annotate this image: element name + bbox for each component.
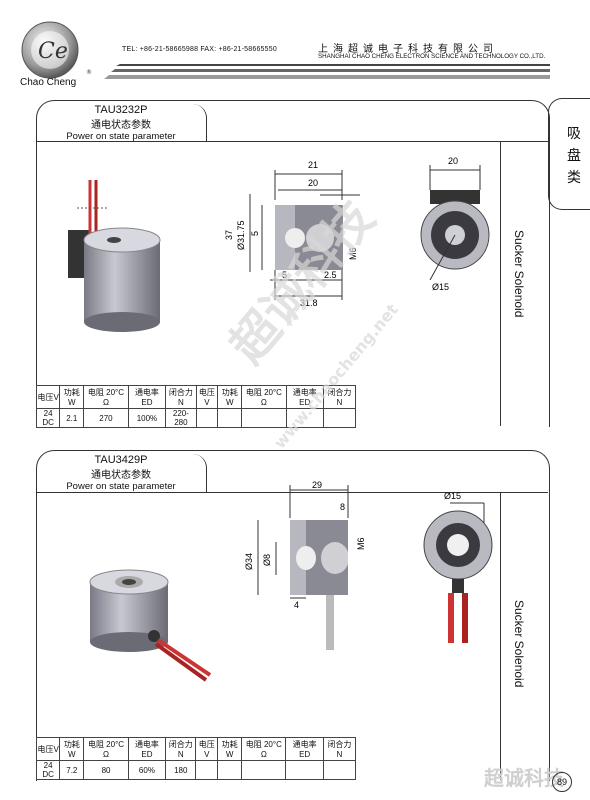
- table-cell: [322, 408, 357, 428]
- footer-cn: 超诚科技: [484, 766, 564, 790]
- spec-table-2: 电压V 功耗W 电阻 20°C Ω 通电率 ED 闭合力N 电压V 功耗W 电阻…: [35, 737, 357, 780]
- brand-name: Chao Cheng: [20, 77, 77, 88]
- company-name-cn: 上海超诚电子科技有限公司: [318, 44, 498, 55]
- table-header: 功耗W: [59, 385, 85, 409]
- table-cell: 2.1: [59, 408, 85, 428]
- side-view-drawing: 29 8 Ø34 Ø8 M6 4: [244, 480, 366, 650]
- table-cell: [322, 760, 357, 780]
- divider: [36, 492, 548, 493]
- page-number: 89: [552, 772, 572, 792]
- dim-thread: M6: [348, 247, 358, 260]
- tab-char: 盘: [567, 148, 581, 164]
- table-header: 通电率 ED: [285, 737, 324, 761]
- dim-diameter: Ø34: [244, 553, 254, 570]
- category-label: Sucker Solenoid: [512, 230, 526, 318]
- table-cell: 24 DC: [35, 760, 61, 780]
- table-header: 电阻 20°C Ω: [83, 385, 129, 409]
- table-cell: [285, 408, 324, 428]
- divider: [36, 141, 548, 142]
- dim-top-width: 20: [448, 156, 458, 166]
- model-header-1: TAU3232P 通电状态参数 Power on state parameter: [36, 104, 206, 142]
- table-header: 通电率 ED: [127, 737, 167, 761]
- table-cell: [217, 760, 243, 780]
- product-panel-1: [36, 100, 550, 427]
- dim-gap: 2.5: [324, 270, 337, 280]
- model-number: TAU3232P: [94, 104, 148, 116]
- category-label: Sucker Solenoid: [512, 600, 526, 688]
- dim-diameter: Ø31.75: [236, 220, 246, 250]
- logo-mark: Ce: [38, 39, 68, 64]
- table-header: 功耗W: [59, 737, 85, 761]
- tab-char: 类: [567, 170, 581, 186]
- dim-thread: M6: [356, 537, 366, 550]
- top-view-drawing: Ø15: [423, 491, 493, 643]
- dim-depth: 8: [340, 502, 345, 512]
- table-cell: 100%: [127, 408, 167, 428]
- table-header: 闭合力 N: [322, 737, 357, 761]
- dim-bore: Ø8: [262, 554, 272, 566]
- state-label-en: Power on state parameter: [66, 131, 176, 142]
- model-box-border: [36, 454, 207, 492]
- dim-small: 5: [250, 231, 260, 236]
- solenoid-3d-image: [89, 569, 212, 682]
- table-cell: 60%: [127, 760, 167, 780]
- contact-info: TEL: +86-21-58665988 FAX: +86-21-5866555…: [122, 46, 277, 53]
- solenoid-3d-image: [68, 180, 161, 332]
- side-view-drawing: 21 20 37 Ø31.75 5 M6 5 2.5 31.8: [224, 160, 360, 308]
- state-label-cn: 通电状态参数: [91, 470, 151, 481]
- model-header-2: TAU3429P 通电状态参数 Power on state parameter: [36, 454, 206, 492]
- table-cell: 24 DC: [35, 408, 61, 428]
- table-cell: 270: [83, 408, 129, 428]
- dim-width-inner: 20: [308, 178, 318, 188]
- table-header: 通电率 ED: [127, 385, 167, 409]
- table-cell: 220-280: [165, 408, 197, 428]
- table-header: 电压V: [195, 737, 219, 761]
- table-header: 闭合力N: [165, 737, 197, 761]
- table-header: 功耗W: [217, 737, 243, 761]
- table-cell: [217, 408, 243, 428]
- table-cell: [195, 408, 219, 428]
- category-tab: 吸 盘 类: [548, 98, 590, 210]
- table-header: 电阻 20°C Ω: [241, 737, 287, 761]
- model-box-border: [36, 104, 207, 141]
- table-header: 电阻 20°C Ω: [83, 737, 129, 761]
- table-cell: [241, 408, 287, 428]
- table-cell: [285, 760, 324, 780]
- dim-height: 37: [224, 230, 234, 240]
- table-header: 电压V: [35, 385, 61, 409]
- table-header: 电压V: [35, 737, 61, 761]
- table-cell: [241, 760, 287, 780]
- table-cell: 80: [83, 760, 129, 780]
- model-number: TAU3429P: [94, 454, 148, 466]
- table-header: 电压V: [195, 385, 219, 409]
- table-header: 闭合力N: [165, 385, 197, 409]
- dim-width-outer: 21: [308, 160, 318, 170]
- table-cell: 7.2: [59, 760, 85, 780]
- dim-top-bore: Ø15: [444, 491, 461, 501]
- dim-width: 29: [312, 480, 322, 490]
- table-cell: [195, 760, 219, 780]
- table-header: 电阻 20°C Ω: [241, 385, 287, 409]
- state-label-cn: 通电状态参数: [91, 120, 151, 131]
- divider: [500, 492, 501, 780]
- tab-char: 吸: [567, 126, 581, 142]
- company-name-en: SHANGHAI CHAO CHENG ELECTRON SCIENCE AND…: [318, 53, 546, 60]
- svg-text:®: ®: [86, 69, 92, 76]
- dim-offset: 5: [282, 270, 287, 280]
- header-stripes: [104, 64, 550, 79]
- table-header: 通电率 ED: [285, 385, 324, 409]
- table-header: 功耗W: [217, 385, 243, 409]
- spec-table-1: 电压V 功耗W 电阻 20°C Ω 通电率 ED 闭合力N 电压V 功耗W 电阻…: [35, 385, 357, 428]
- divider: [500, 141, 501, 426]
- product-panel-2: [36, 450, 550, 781]
- dim-offset: 4: [294, 600, 299, 610]
- dim-total: 31.8: [300, 298, 318, 308]
- dim-bore: Ø15: [432, 282, 449, 292]
- state-label-en: Power on state parameter: [66, 481, 176, 492]
- top-view-drawing: 20 Ø15: [420, 156, 490, 292]
- table-cell: 180: [165, 760, 197, 780]
- company-logo: Ce ®: [8, 18, 98, 90]
